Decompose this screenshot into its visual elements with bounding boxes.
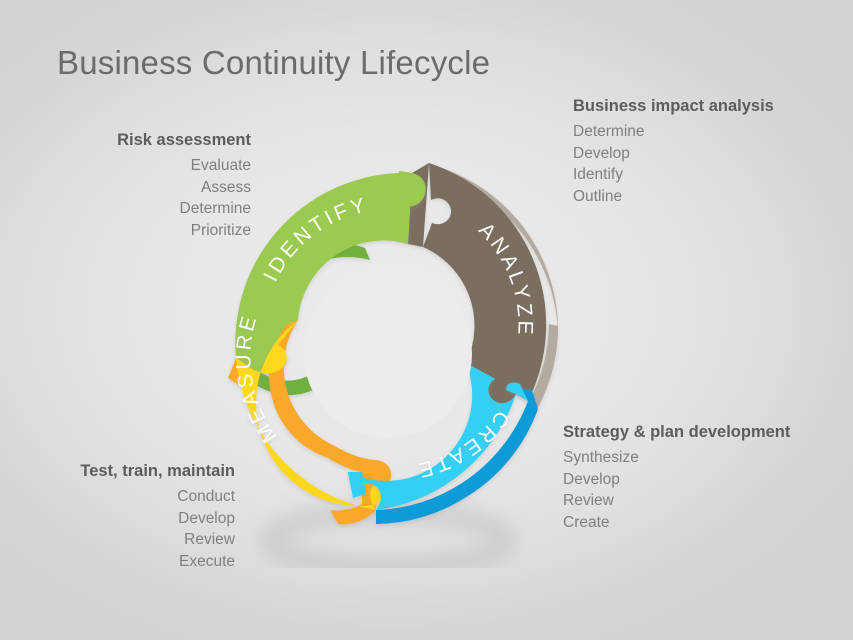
strategy-plan-development-heading: Strategy & plan development [563, 423, 791, 441]
test-train-maintain-item-1: Conduct [177, 488, 235, 505]
strategy-plan-development-item-3: Review [563, 492, 614, 509]
business-impact-analysis-item-4: Outline [573, 187, 623, 205]
strategy-plan-development-item-1: Synthesize [563, 449, 639, 466]
risk-assessment-item-1: Evaluate [190, 157, 251, 174]
segment-analyze[interactable]: ANALYZE [408, 163, 559, 411]
label-group-business-impact-analysis: Business impact analysis Determine Devel… [573, 97, 833, 207]
segment-identify[interactable]: IDENTIFY [235, 171, 426, 396]
test-train-maintain-item-4: Execute [178, 552, 235, 570]
test-train-maintain-item-2: Develop [178, 509, 235, 527]
page-title: Business Continuity Lifecycle [57, 44, 491, 81]
business-continuity-cycle-diagram: ANALYZE IDENTIFY [180, 128, 610, 568]
business-impact-analysis-item-1: Determine [573, 123, 645, 140]
strategy-plan-development-item-2: Develop [563, 470, 620, 488]
business-impact-analysis-item-3: Identify [573, 166, 623, 183]
risk-assessment-item-2: Assess [201, 178, 251, 196]
label-group-strategy-plan-development: Strategy & plan development Synthesize D… [563, 423, 843, 533]
business-impact-analysis-heading: Business impact analysis [573, 97, 774, 115]
strategy-plan-development-item-4: Create [563, 513, 610, 531]
test-train-maintain-heading: Test, train, maintain [80, 462, 235, 480]
label-group-test-train-maintain: Test, train, maintain Conduct Develop Re… [20, 462, 235, 572]
risk-assessment-item-3: Determine [179, 200, 252, 217]
risk-assessment-item-4: Prioritize [190, 221, 251, 239]
donut-center-hole [304, 270, 472, 438]
test-train-maintain-item-3: Review [184, 531, 235, 548]
business-impact-analysis-item-2: Develop [573, 144, 630, 162]
segment-measure[interactable]: MEASURE [228, 311, 420, 525]
label-group-risk-assessment: Risk assessment Evaluate Assess Determin… [36, 131, 251, 241]
risk-assessment-heading: Risk assessment [117, 131, 251, 149]
